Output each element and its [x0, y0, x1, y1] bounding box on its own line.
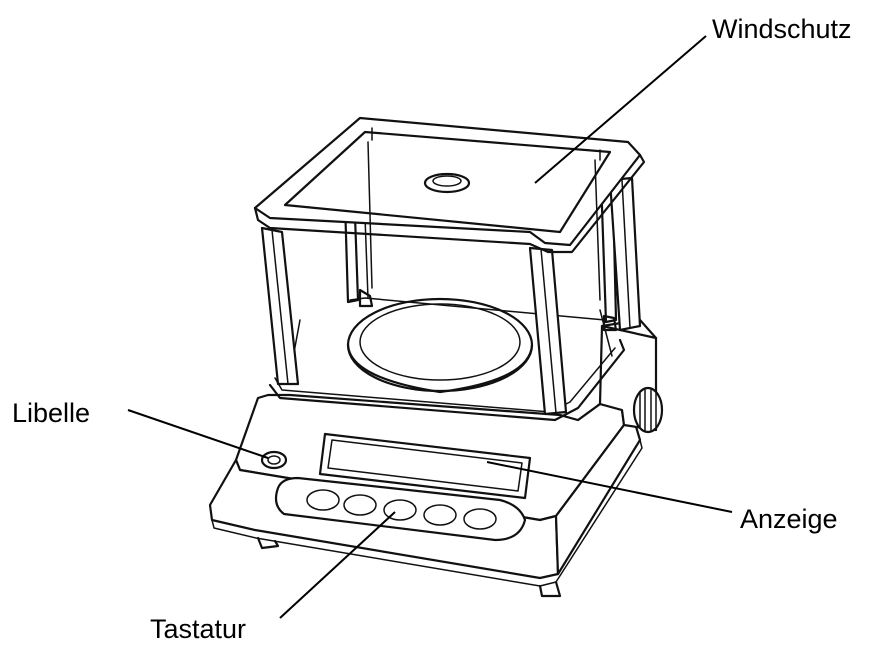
leader-tastatur: [279, 511, 396, 619]
leader-anzeige: [486, 461, 733, 513]
adjustment-knob: [632, 386, 664, 434]
display-panel: [318, 432, 532, 500]
label-tastatur: Tastatur: [150, 614, 247, 644]
leader-libelle: [127, 409, 269, 459]
label-libelle: Libelle: [12, 398, 91, 428]
level-bubble: [260, 450, 288, 470]
label-anzeige: Anzeige: [740, 504, 838, 534]
keypad: [274, 476, 527, 542]
wind-shield: [253, 116, 646, 422]
label-windschutz: Windschutz: [712, 14, 852, 44]
weighing-pan: [346, 297, 534, 394]
leader-windschutz: [534, 35, 707, 184]
